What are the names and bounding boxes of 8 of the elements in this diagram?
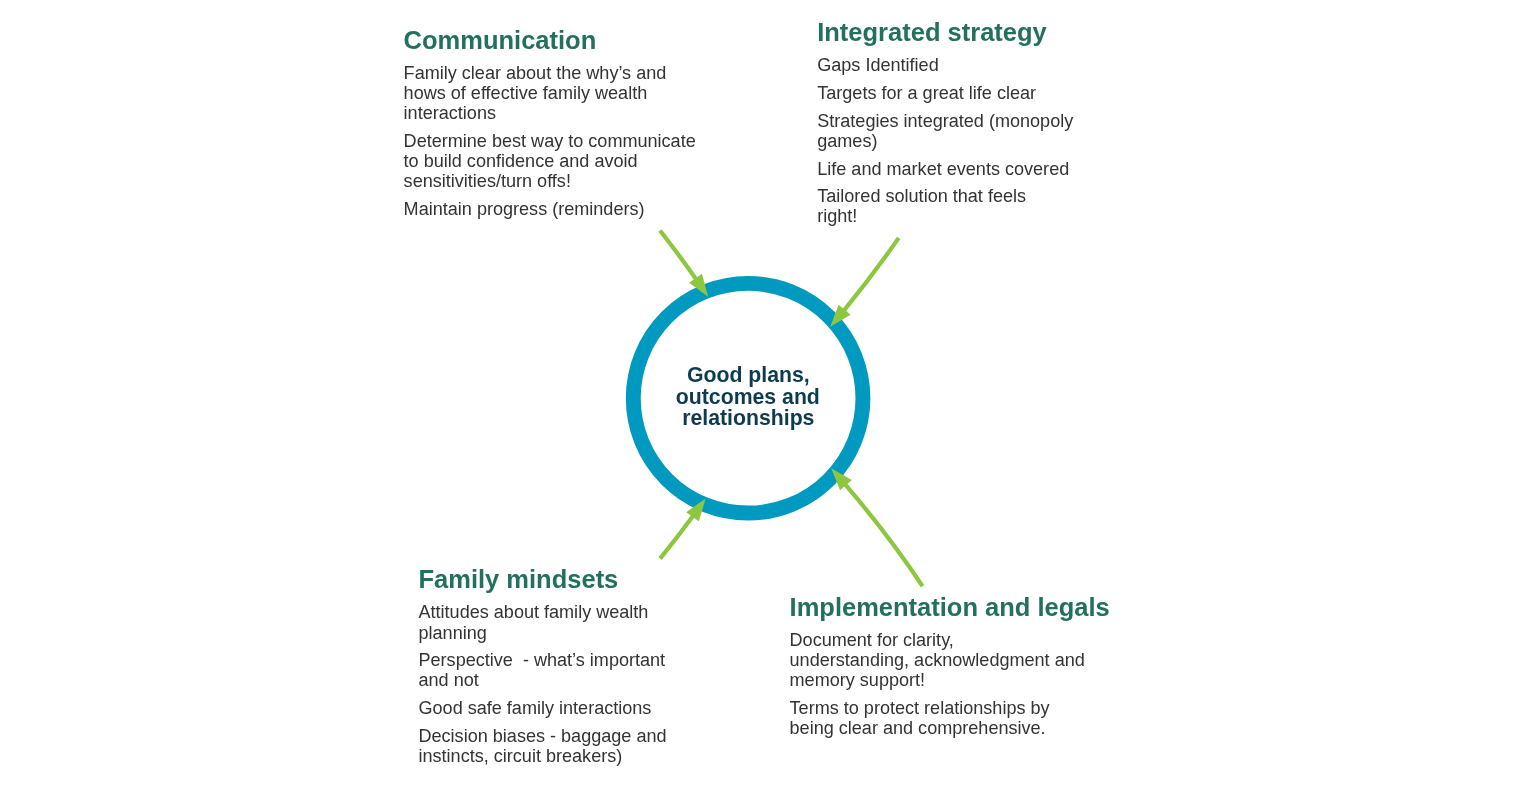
arrow [830,236,901,327]
node-text: Implementation and legals Document for clarity, understanding, acknowledgment and memory support! Terms to protect relationships by being clear and comprehensive. [789,592,1110,739]
node-text: Integrated strategy Gaps Identified Targets for a great life clear Strategies integrated (monopoly games) Life and market events covered Tailored solution that feels right! [817,18,1074,227]
arrow [831,468,925,588]
node-text: Family mindsets Attitudes about family wealth planning Perspective - what’s important and not Good safe family interactions Decision biases - baggage and instincts, circuit breakers) [418,565,667,766]
arrow [658,498,706,561]
node-text: Communication Family clear about the why’s and hows of effective family wealth interactions Determine best way to communicate to build confidence and avoid sensitivities/turn offs! Maintain progress (reminders) [403,25,696,219]
arrow [658,229,709,297]
